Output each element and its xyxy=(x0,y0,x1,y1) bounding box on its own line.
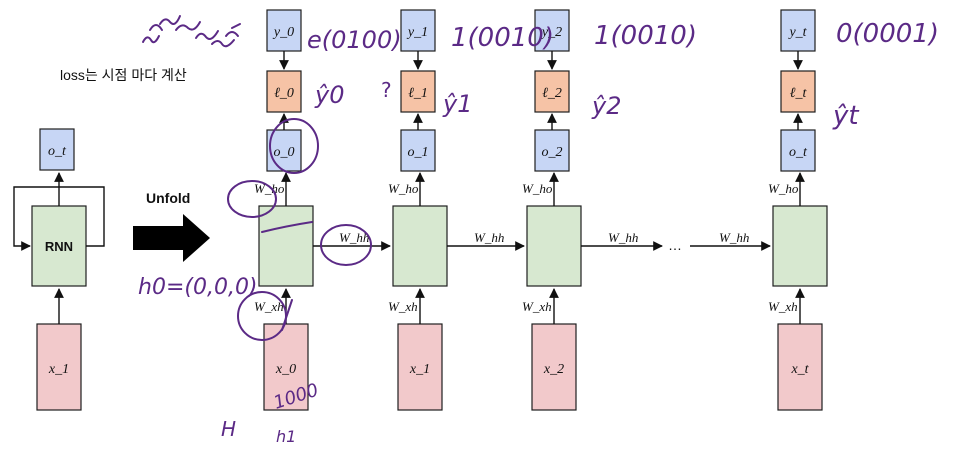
input-label: x_2 xyxy=(543,362,564,377)
w-hh-label-1: W_hh xyxy=(474,230,504,245)
unfold-arrow: Unfold xyxy=(133,190,210,262)
loss-box xyxy=(400,70,436,113)
unrolled-step-2: y_2 ℓ_2 o_2 x_2 W_ho W_xh xyxy=(522,9,582,411)
recurrent-connections: W_hh W_hh W_hh … W_hh xyxy=(313,230,771,253)
unrolled-step-0: y_0 ℓ_0 o_0 x_0 W_ho W_xh xyxy=(254,9,314,411)
input-box xyxy=(777,323,823,411)
input-box xyxy=(531,323,577,411)
loss-label: ℓ_1 xyxy=(408,86,428,101)
y2-onehot-annotation: 1(0010) xyxy=(594,21,697,51)
loss-box xyxy=(780,70,816,113)
target-label: y_2 xyxy=(540,25,562,40)
w-hh-label-2: W_hh xyxy=(608,230,638,245)
yt-hat-annotation: ŷt xyxy=(832,101,859,131)
w-ho-label: W_ho xyxy=(768,181,799,196)
output-label: o_1 xyxy=(408,145,429,160)
w-xh-label: W_xh xyxy=(522,299,552,314)
hidden-cell xyxy=(772,205,828,287)
h0-init-annotation: h0=(0,0,0) xyxy=(138,275,258,300)
question-mark: ? xyxy=(381,78,392,102)
y1-onehot-annotation: 1(0010) xyxy=(451,23,554,53)
output-label: o_0 xyxy=(274,145,295,160)
circle-o0 xyxy=(269,118,319,174)
input-label: x_0 xyxy=(275,362,296,377)
handwritten-annotations: e(0100) 1(0010) 1(0010) 0(0001) ŷ0 ? ŷ1 … xyxy=(138,15,939,446)
rolled-rnn-box xyxy=(31,205,87,287)
output-label: o_2 xyxy=(542,145,563,160)
x0-h-annotation: H xyxy=(221,417,236,441)
rolled-rnn: o_t RNN x_1 xyxy=(13,128,105,411)
target-box xyxy=(534,9,570,52)
output-box xyxy=(534,129,570,172)
y2-hat-annotation: ŷ2 xyxy=(591,92,621,120)
hidden-cell xyxy=(258,205,314,287)
loss-note: loss는 시점 마다 계산 xyxy=(60,67,187,83)
x0-sub-annotation: h1 xyxy=(276,427,296,446)
loss-label: ℓ_2 xyxy=(542,86,562,101)
output-label: o_t xyxy=(789,145,808,160)
rolled-output-label: o_t xyxy=(48,144,67,159)
rolled-rnn-label: RNN xyxy=(45,239,73,254)
unrolled-step-t: y_t ℓ_t o_t x_t W_ho W_xh xyxy=(768,9,828,411)
w-ho-label: W_ho xyxy=(254,181,285,196)
input-label: x_t xyxy=(790,362,809,377)
hidden-cell xyxy=(392,205,448,287)
y0-hat-annotation: ŷ0 xyxy=(314,81,344,109)
unrolled-step-1: y_1 ℓ_1 o_1 x_1 W_ho W_xh xyxy=(388,9,448,411)
y0-onehot-annotation: e(0100) xyxy=(307,26,402,54)
output-box xyxy=(400,129,436,172)
input-box xyxy=(397,323,443,411)
ellipsis: … xyxy=(668,237,682,253)
unfold-arrow-shape xyxy=(133,214,210,262)
w-xh-slash xyxy=(281,299,293,331)
target-label: y_t xyxy=(787,25,807,40)
w-ho-label: W_ho xyxy=(522,181,553,196)
target-label: y_0 xyxy=(272,25,294,40)
loss-label: ℓ_t xyxy=(790,86,808,101)
target-box xyxy=(400,9,436,52)
w-xh-label: W_xh xyxy=(388,299,418,314)
yt-onehot-annotation: 0(0001) xyxy=(836,19,939,49)
w-hh-label-0: W_hh xyxy=(339,230,369,245)
w-xh-label: W_xh xyxy=(768,299,798,314)
target-label: y_1 xyxy=(406,25,428,40)
output-box xyxy=(780,129,816,172)
w-hh-label-3: W_hh xyxy=(719,230,749,245)
loss-box xyxy=(266,70,302,113)
scribble-mark xyxy=(142,15,241,48)
circle-w-ho xyxy=(227,180,277,218)
loss-box xyxy=(534,70,570,113)
y1-hat-annotation: ŷ1 xyxy=(442,90,472,118)
hidden-cell xyxy=(526,205,582,287)
w-ho-label: W_ho xyxy=(388,181,419,196)
rolled-output-box xyxy=(39,128,75,171)
hidden-cell-strike xyxy=(261,221,313,233)
unfold-label: Unfold xyxy=(146,190,190,206)
circle-w-hh xyxy=(320,224,372,266)
rolled-recurrent-loop xyxy=(13,186,105,251)
w-xh-label: W_xh xyxy=(254,299,284,314)
input-label: x_1 xyxy=(409,362,430,377)
loss-label: ℓ_0 xyxy=(274,86,294,101)
rolled-input-label: x_1 xyxy=(48,362,69,377)
target-box xyxy=(780,9,816,52)
